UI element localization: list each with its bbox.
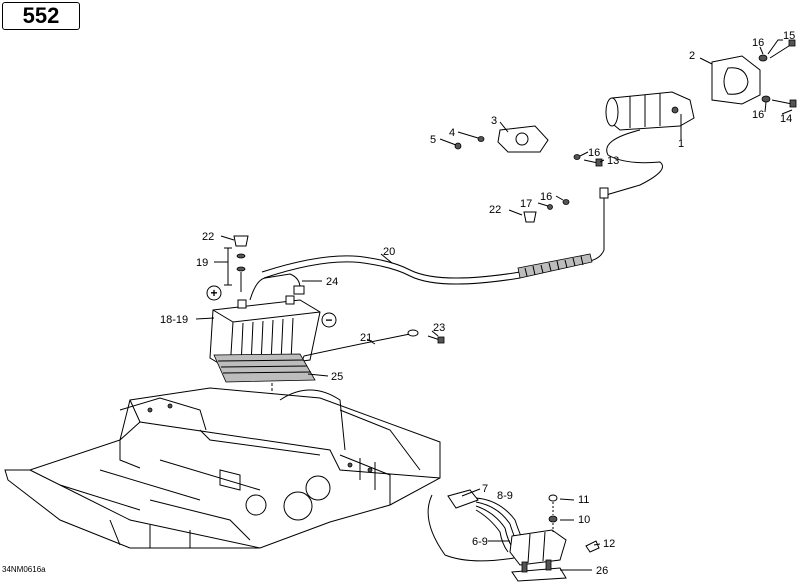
callout-1: 1 — [678, 138, 684, 150]
starter-bracket — [711, 55, 761, 105]
callout-labels: 15 16 2 16 14 3 4 5 1 16 13 16 17 22 22 … — [160, 30, 795, 577]
nut-17 — [547, 204, 553, 210]
callout-20: 20 — [383, 246, 395, 258]
washer-10 — [548, 515, 558, 523]
callout-13: 13 — [607, 155, 619, 167]
page-number-box: 552 — [2, 2, 80, 30]
cable-24-terminal — [293, 285, 305, 295]
starter-motor — [605, 91, 695, 131]
callout-3: 3 — [491, 115, 497, 127]
washer-19-b — [236, 266, 246, 272]
cable-terminal-end — [584, 187, 609, 263]
callout-5: 5 — [430, 134, 436, 146]
terminal-cap-22-upper — [523, 211, 537, 223]
negative-terminal-symbol — [321, 312, 337, 328]
battery-pad — [213, 353, 316, 383]
solenoid — [509, 529, 567, 566]
bracket-26 — [511, 559, 567, 582]
callout-14: 14 — [780, 113, 792, 125]
callout-4: 4 — [449, 127, 455, 139]
callout-10: 10 — [578, 514, 590, 526]
callout-8-9: 8-9 — [497, 490, 513, 502]
starter-cable — [605, 129, 663, 196]
cable-24 — [249, 273, 301, 301]
support-plate — [497, 125, 549, 153]
terminal-cap-22-lower — [233, 235, 249, 247]
callout-15: 15 — [783, 30, 795, 42]
washer-16-c — [573, 154, 581, 160]
callout-22-b: 22 — [202, 231, 214, 243]
callout-23: 23 — [433, 322, 445, 334]
leader-lines — [195, 39, 793, 571]
vehicle-frame — [4, 387, 441, 549]
washer-4 — [477, 136, 485, 142]
ground-cable — [427, 494, 515, 562]
callout-24: 24 — [326, 276, 338, 288]
nut-11 — [548, 494, 558, 502]
callout-16-c: 16 — [588, 147, 600, 159]
drawing-reference: 34NM0616a — [2, 565, 46, 574]
positive-symbol-text: + — [210, 286, 217, 300]
callout-26: 26 — [596, 565, 608, 577]
washer-16-b — [761, 95, 771, 103]
callout-7: 7 — [482, 483, 488, 495]
positive-cable-20 — [261, 253, 593, 285]
negative-cable-21 — [299, 333, 411, 367]
washer-16-d — [562, 199, 570, 205]
bolt-14 — [771, 99, 797, 108]
callout-17: 17 — [520, 198, 532, 210]
boot-12 — [585, 540, 600, 553]
washer-16-a — [758, 54, 768, 62]
bolt-13 — [583, 158, 603, 167]
callout-16-a: 16 — [752, 37, 764, 49]
bolt-23 — [427, 335, 445, 344]
callout-25: 25 — [331, 371, 343, 383]
bracket-19 — [224, 247, 232, 286]
battery — [209, 295, 321, 371]
callout-6-9: 6-9 — [472, 536, 488, 548]
callout-12: 12 — [603, 538, 615, 550]
positive-terminal-symbol — [206, 285, 222, 301]
callout-16-b: 16 — [752, 109, 764, 121]
washer-19-a — [236, 253, 246, 259]
callout-2: 2 — [689, 50, 695, 62]
callout-22-a: 22 — [489, 204, 501, 216]
negative-symbol-text: − — [325, 313, 332, 327]
negative-cable-eyelet — [407, 329, 419, 337]
nut-5 — [454, 142, 462, 150]
callout-18-19: 18-19 — [160, 314, 188, 326]
callout-19: 19 — [196, 257, 208, 269]
callout-16-d: 16 — [540, 191, 552, 203]
callout-11: 11 — [578, 494, 589, 506]
bolt-15 — [769, 39, 796, 59]
callout-21: 21 — [360, 332, 372, 344]
